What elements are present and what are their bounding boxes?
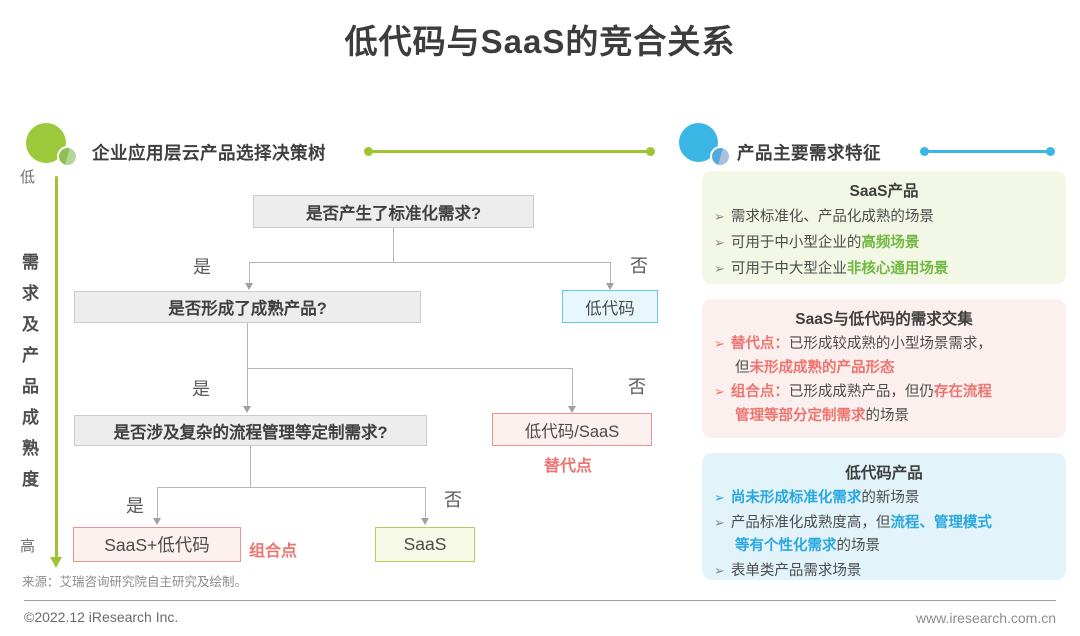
connector-line [572, 368, 573, 406]
arrow-bullet-icon: ➢ [714, 235, 725, 250]
bullet-text-emphasis: 未形成成熟的产品形态 [749, 359, 895, 376]
arrow-bullet-icon: ➢ [714, 562, 725, 578]
bullet-text: 已形成较成熟的小型场景需求， [788, 336, 992, 352]
connector-line [249, 262, 250, 283]
blue-circles-icon-small [710, 146, 731, 167]
branch-no-label: 否 [630, 256, 648, 276]
bullet-text-emphasis: 替代点： [730, 336, 789, 352]
website-text: www.iresearch.com.cn [915, 610, 1056, 626]
footer-divider [24, 600, 1056, 601]
card-bullet-line: ➢ 产品标准化成熟度高，但流程、管理模式 [714, 511, 1054, 536]
card-bullet-line: ➢ 尚未形成标准化需求的新场景 [714, 486, 1054, 511]
connector-line [610, 262, 611, 283]
down-arrowhead-icon [606, 283, 614, 290]
bullet-text-emphasis: 尚未形成标准化需求 [730, 490, 862, 506]
card-title: SaaS与低代码的需求交集 [795, 311, 973, 328]
bullet-text-emphasis: 流程、管理模式 [890, 514, 992, 531]
connector-line [425, 487, 426, 518]
question-box-1: 是否产生了标准化需求? [253, 195, 534, 228]
arrow-bullet-icon: ➢ [714, 209, 725, 224]
bullet-text: 产品标准化成熟度高，但 [730, 514, 891, 531]
combine-point-tag: 组合点 [249, 543, 298, 560]
card-bullet-line: ➢ 表单类产品需求场景 [714, 559, 1054, 584]
blue-line-dot-start [920, 147, 929, 156]
card-bullet-line: ➢ 需求标准化、产品化成熟的场景 [714, 204, 1054, 230]
card-bullet-line: 管理等部分定制需求的场景 [714, 405, 1054, 429]
bullet-text: 可用于中小型企业的 [730, 235, 862, 251]
arrow-bullet-icon: ➢ [714, 514, 725, 530]
card-bullet-line: ➢ 替代点：已形成较成熟的小型场景需求， [714, 332, 1054, 357]
card-title: SaaS产品 [849, 183, 919, 200]
saas-product-card: SaaS产品 ➢ 需求标准化、产品化成熟的场景 ➢ 可用于中小型企业的高频场景 ➢ 可… [702, 171, 1066, 284]
bullet-text: 已形成成熟产品，但仍 [788, 384, 934, 400]
green-line-dot-end [646, 147, 655, 156]
bullet-text: 但 [735, 359, 750, 376]
down-arrowhead-icon [153, 518, 161, 525]
copyright-text: ©2022.12 iResearch Inc. [24, 609, 179, 625]
card-bullet-line: ➢ 可用于中大型企业非核心通用场景 [714, 256, 1054, 282]
down-arrowhead-icon [243, 406, 251, 413]
bullet-text-emphasis: 高频场景 [861, 235, 920, 251]
bullet-text-emphasis: 非核心通用场景 [846, 261, 949, 277]
bullet-text: 的新场景 [861, 490, 920, 506]
outcome-lowcode-box: 低代码 [562, 290, 658, 323]
connector-line [249, 262, 610, 263]
arrow-bullet-icon: ➢ [714, 384, 725, 399]
branch-no-label: 否 [444, 490, 462, 510]
card-bullet-line: ➢ 组合点：已形成成熟产品，但仍存在流程 [714, 380, 1054, 405]
branch-no-label: 否 [628, 377, 646, 397]
bullet-text-emphasis: 存在流程 [933, 384, 992, 400]
right-section-title: 产品主要需求特征 [737, 143, 881, 163]
arrow-bullet-icon: ➢ [714, 490, 725, 505]
green-line-dot-start [364, 147, 373, 156]
source-note: 来源：艾瑞咨询研究院自主研究及绘制。 [22, 575, 248, 589]
bullet-text-emphasis: 管理等部分定制需求 [735, 407, 866, 424]
connector-line [247, 368, 572, 369]
down-arrowhead-icon [568, 406, 576, 413]
lowcode-product-card: 低代码产品 ➢ 尚未形成标准化需求的新场景 ➢ 产品标准化成熟度高，但流程、管理模式… [702, 453, 1066, 580]
green-circles-icon-small [57, 146, 78, 167]
bullet-text: 表单类产品需求场景 [730, 562, 862, 579]
axis-high-label: 高 [20, 538, 36, 555]
blue-line-dot-end [1046, 147, 1055, 156]
bullet-text-emphasis: 组合点： [730, 384, 789, 400]
saas-lowcode-intersection-card: SaaS与低代码的需求交集 ➢ 替代点：已形成较成熟的小型场景需求， 但未形成成熟… [702, 299, 1066, 438]
connector-line [157, 487, 425, 488]
connector-line [247, 368, 248, 406]
left-section-title: 企业应用层云产品选择决策树 [92, 143, 326, 163]
axis-low-label: 低 [20, 169, 36, 186]
card-bullet-line: ➢ 可用于中小型企业的高频场景 [714, 230, 1054, 256]
branch-yes-label: 是 [126, 496, 144, 516]
outcome-saas-box: SaaS [375, 527, 475, 562]
card-title: 低代码产品 [845, 465, 923, 482]
connector-line [250, 446, 251, 487]
bullet-text: 可用于中大型企业 [730, 261, 847, 277]
page-title: 低代码与SaaS的竞合关系 [344, 23, 736, 60]
down-arrowhead-icon [421, 518, 429, 525]
down-arrowhead-icon [245, 283, 253, 290]
arrow-bullet-icon: ➢ [714, 336, 725, 351]
outcome-lowcode-saas-box: 低代码/SaaS [492, 413, 652, 446]
bullet-text: 的场景 [865, 407, 910, 424]
substitute-point-tag: 替代点 [544, 458, 593, 475]
connector-line [393, 228, 394, 262]
green-header-line [370, 150, 650, 153]
bullet-text: 的场景 [836, 538, 881, 554]
bullet-text: 需求标准化、产品化成熟的场景 [730, 209, 934, 225]
blue-header-line [926, 150, 1052, 153]
bullet-text-emphasis: 等有个性化需求 [735, 538, 837, 554]
outcome-saas-lowcode-box: SaaS+低代码 [73, 527, 241, 562]
branch-yes-label: 是 [193, 257, 211, 277]
card-bullet-line: 但未形成成熟的产品形态 [714, 357, 1054, 381]
question-box-2: 是否形成了成熟产品? [74, 291, 421, 323]
card-bullet-line: 等有个性化需求的场景 [714, 535, 1054, 559]
question-box-3: 是否涉及复杂的流程管理等定制需求? [74, 415, 427, 446]
axis-arrowhead-icon [50, 557, 62, 568]
axis-arrow-line [55, 176, 58, 558]
connector-line [157, 487, 158, 518]
axis-title: 需求及产品成熟度 [19, 253, 38, 501]
connector-line [247, 323, 248, 368]
branch-yes-label: 是 [192, 379, 210, 399]
arrow-bullet-icon: ➢ [714, 261, 725, 276]
